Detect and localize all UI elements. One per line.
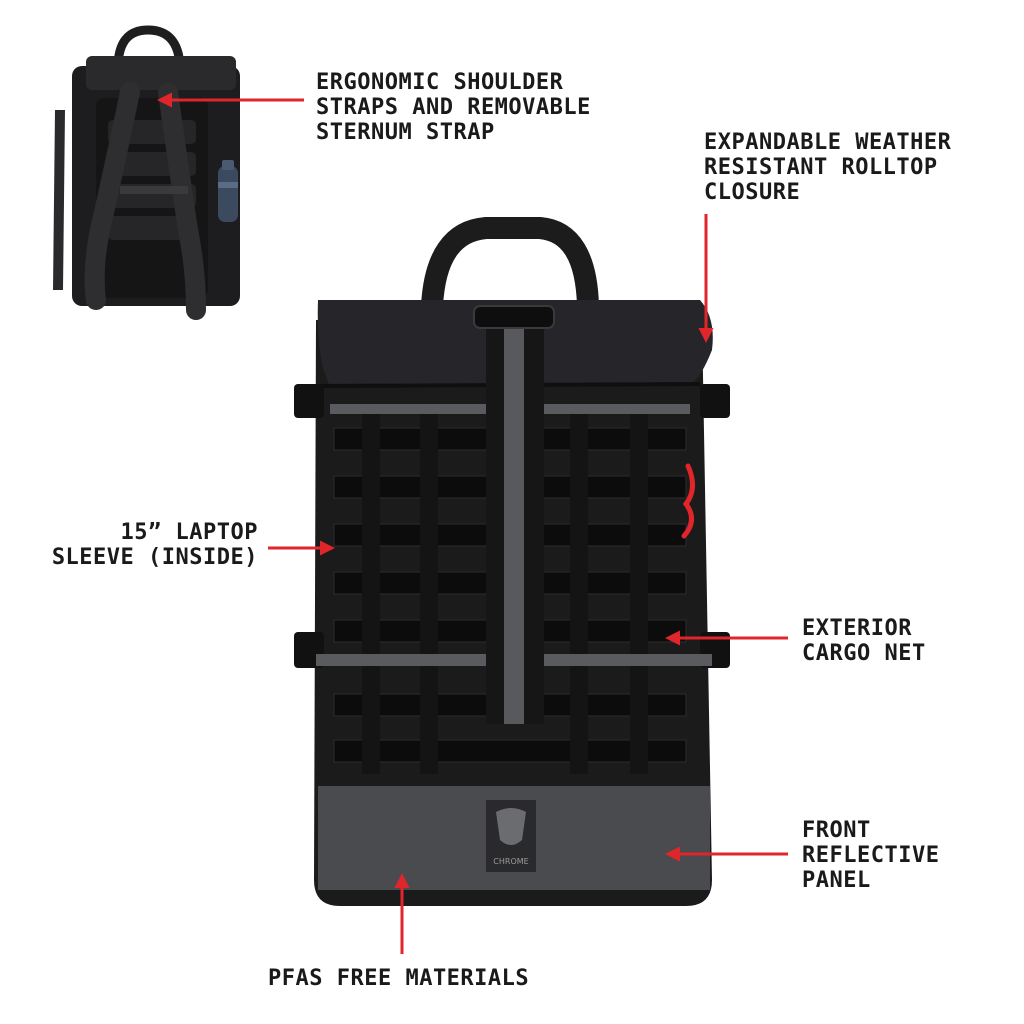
brand-logo-text: CHROME [493, 857, 528, 866]
backpack-rear-view [53, 25, 240, 320]
callout-line: REFLECTIVE [802, 843, 940, 868]
callout-line: STERNUM STRAP [316, 120, 495, 145]
callout-rolltop: EXPANDABLE WEATHER RESISTANT ROLLTOP CLO… [704, 130, 951, 205]
callout-line: PANEL [802, 868, 871, 893]
callout-materials: PFAS FREE MATERIALS [268, 966, 529, 991]
callout-line: EXPANDABLE WEATHER [704, 130, 952, 155]
callout-line: EXTERIOR [802, 616, 912, 641]
callout-shoulder-straps: ERGONOMIC SHOULDER STRAPS AND REMOVABLE … [316, 70, 591, 145]
callout-laptop-sleeve: 15” LAPTOP SLEEVE (INSIDE) [40, 520, 258, 570]
callout-cargo-net: EXTERIOR CARGO NET [802, 616, 926, 666]
callout-line: ERGONOMIC SHOULDER [316, 70, 564, 95]
callout-line: CLOSURE [704, 180, 801, 205]
callout-line: STRAPS AND REMOVABLE [316, 95, 591, 120]
callout-line: SLEEVE (INSIDE) [51, 545, 258, 570]
callout-line: PFAS FREE MATERIALS [268, 966, 530, 991]
callout-reflective-panel: FRONT REFLECTIVE PANEL [802, 818, 939, 893]
callout-line: RESISTANT ROLLTOP [704, 155, 938, 180]
callout-line: FRONT [802, 818, 871, 843]
callout-line: CARGO NET [802, 641, 926, 666]
callout-line: 15” LAPTOP [120, 520, 258, 545]
callout-arrows [157, 92, 788, 954]
backpack-front-view: CHROME [294, 217, 730, 906]
